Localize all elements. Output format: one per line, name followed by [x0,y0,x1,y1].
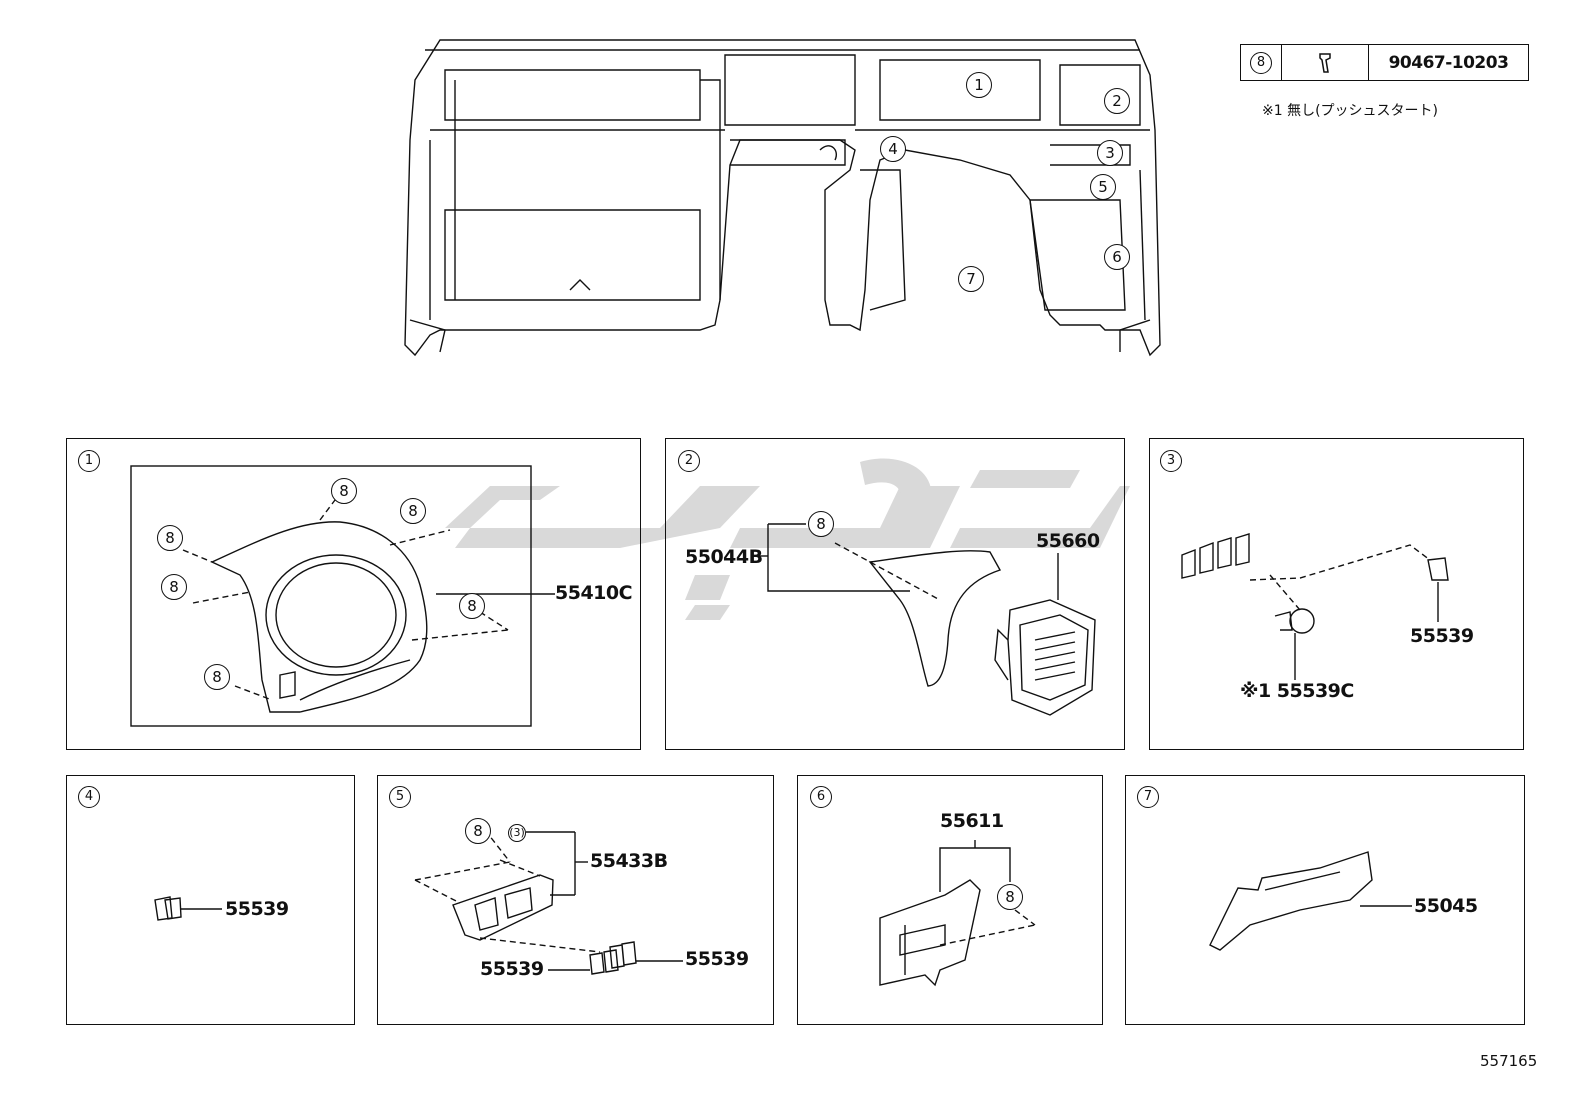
panel-5-artwork [414,829,683,975]
overview-marker-4[interactable]: 4 [880,136,906,162]
dashboard-overview-drawing [404,39,1161,357]
part-label-55539C[interactable]: ※1 55539C [1240,680,1354,702]
part-label-55539-p5b[interactable]: 55539 [685,948,749,970]
part-label-55433B[interactable]: 55433B [590,850,668,872]
panel-3-id: 3 [1160,450,1182,472]
panel-5-ref-8: 8 [465,818,491,844]
panel-2-id: 2 [678,450,700,472]
legend-part-number: 90467-10203 [1388,52,1509,73]
part-label-55539-p3[interactable]: 55539 [1410,625,1474,647]
diagram-id: 557165 [1480,1052,1538,1070]
overview-marker-7[interactable]: 7 [958,266,984,292]
panel-2 [665,438,1125,750]
panel-5 [377,775,774,1025]
panel-2-ref-8: 8 [808,511,834,537]
part-label-55539-p4[interactable]: 55539 [225,898,289,920]
panel-7-id: 7 [1137,786,1159,808]
panel-6-id: 6 [810,786,832,808]
panel-7 [1125,775,1525,1025]
panel-6-artwork [879,840,1036,987]
panel-1-ref-8-b: 8 [400,498,426,524]
panel-5-ref-qty-3: (3) [508,824,526,842]
panel-1-id: 1 [78,450,100,472]
part-label-55044B[interactable]: 55044B [685,546,763,568]
panel-1 [66,438,641,750]
panel-1-artwork [130,465,555,727]
legend-note: ※1 無し(プッシュスタート) [1262,103,1439,119]
panel-1-ref-8-f: 8 [204,664,230,690]
panel-2-artwork [756,523,1096,716]
part-label-55611[interactable]: 55611 [940,810,1004,832]
legend-box: 8 90467-10203 [1240,44,1529,81]
overview-marker-3[interactable]: 3 [1097,140,1123,166]
overview-marker-2[interactable]: 2 [1104,88,1130,114]
part-label-55045[interactable]: 55045 [1414,895,1478,917]
panel-4-id: 4 [78,786,100,808]
panel-4-artwork [154,896,222,921]
panel-6 [797,775,1103,1025]
overview-marker-6[interactable]: 6 [1104,244,1130,270]
overview-marker-1[interactable]: 1 [966,72,992,98]
overview-marker-5[interactable]: 5 [1090,174,1116,200]
part-label-55660[interactable]: 55660 [1036,530,1100,552]
panel-3 [1149,438,1524,750]
panel-5-id: 5 [389,786,411,808]
panel-1-ref-8-d: 8 [161,574,187,600]
part-label-55410C[interactable]: 55410C [555,582,633,604]
panel-1-ref-8-e: 8 [459,593,485,619]
panel-6-ref-8: 8 [997,884,1023,910]
clip-icon [1319,52,1331,73]
panel-7-artwork [1209,851,1412,951]
panel-1-ref-8-c: 8 [157,525,183,551]
panel-1-ref-8-a: 8 [331,478,357,504]
part-label-55539-p5a[interactable]: 55539 [480,958,544,980]
panel-3-artwork [1181,533,1449,680]
panel-4 [66,775,355,1025]
legend-ref-circle: 8 [1250,51,1272,74]
